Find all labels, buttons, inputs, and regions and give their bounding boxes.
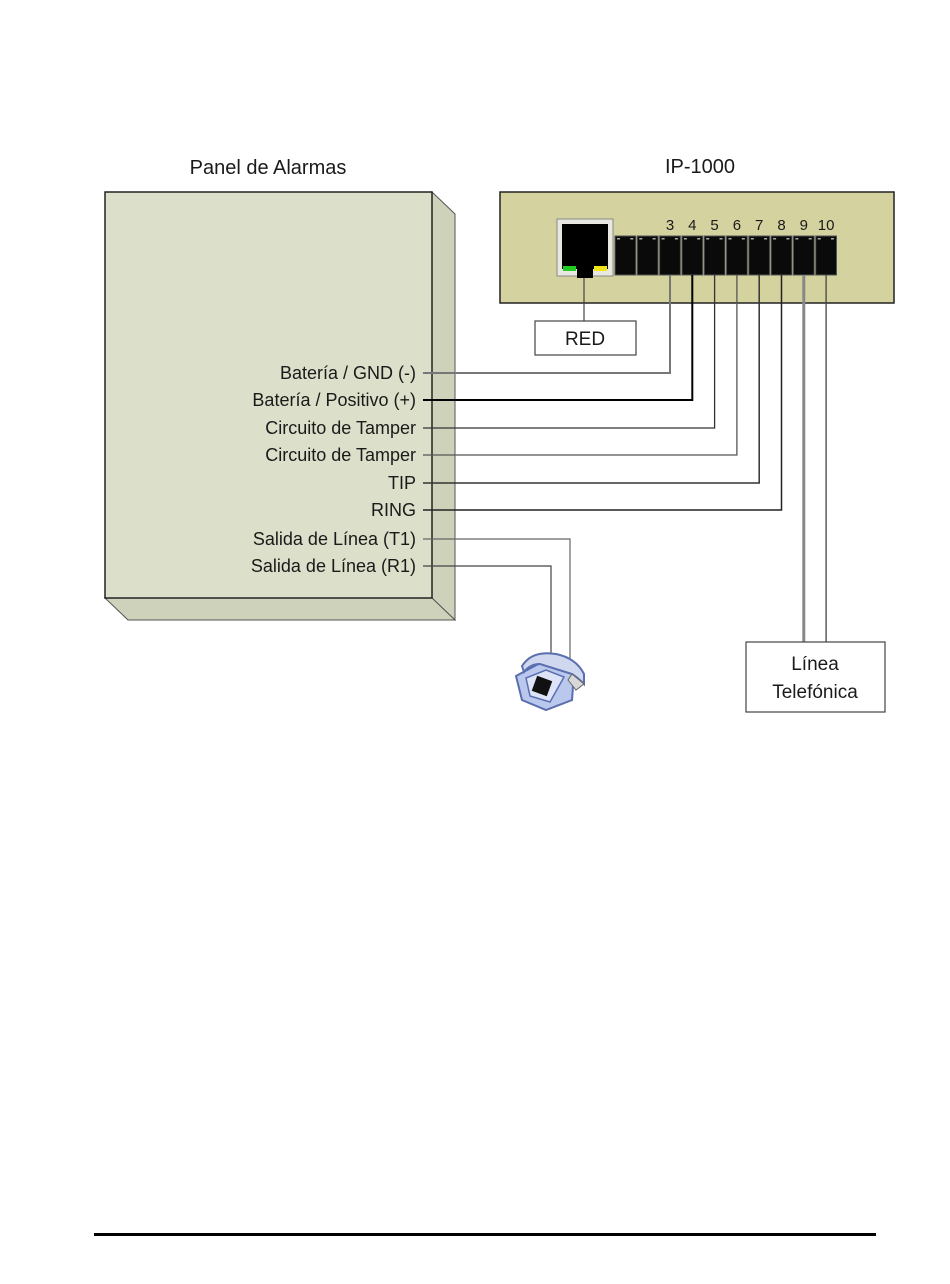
terminal-pin[interactable] — [816, 236, 837, 275]
pin-number: 4 — [688, 217, 696, 234]
footer-rule — [94, 1233, 876, 1236]
activity-led — [594, 266, 607, 271]
pin-number: 8 — [777, 217, 785, 234]
pin-number: 9 — [800, 217, 808, 234]
terminal-label: TIP — [388, 473, 416, 493]
terminal-pin[interactable] — [771, 236, 792, 275]
terminal-pin[interactable] — [793, 236, 814, 275]
pin-number: 3 — [666, 217, 674, 234]
wire — [423, 275, 782, 510]
link-led — [563, 266, 576, 271]
phone-line-label-1: Línea — [791, 654, 839, 675]
terminal-label: RING — [371, 500, 416, 520]
rj45-port[interactable] — [557, 219, 613, 278]
wire — [423, 275, 759, 483]
terminal-label: Batería / Positivo (+) — [252, 390, 416, 410]
terminal-pin[interactable] — [660, 236, 681, 275]
device-title: IP-1000 — [665, 156, 735, 178]
terminal-pin[interactable] — [704, 236, 725, 275]
telephone-icon — [516, 653, 584, 710]
terminal-pin[interactable] — [727, 236, 748, 275]
pin-number: 7 — [755, 217, 763, 234]
terminal-label: Circuito de Tamper — [265, 445, 416, 465]
terminal-label: Circuito de Tamper — [265, 418, 416, 438]
panel-title: Panel de Alarmas — [190, 157, 347, 179]
pin-number: 6 — [733, 217, 741, 234]
terminal-label: Batería / GND (-) — [280, 363, 416, 383]
network-label: RED — [565, 329, 605, 350]
terminal-pin[interactable] — [749, 236, 770, 275]
pin-number: 5 — [710, 217, 718, 234]
terminal-label: Salida de Línea (R1) — [251, 556, 416, 576]
pin-number: 10 — [818, 217, 835, 234]
terminal-pin[interactable] — [637, 236, 658, 275]
terminal-pin[interactable] — [682, 236, 703, 275]
terminal-label: Salida de Línea (T1) — [253, 529, 416, 549]
phone-line-label-2: Telefónica — [772, 682, 858, 703]
terminal-pin[interactable] — [615, 236, 636, 275]
